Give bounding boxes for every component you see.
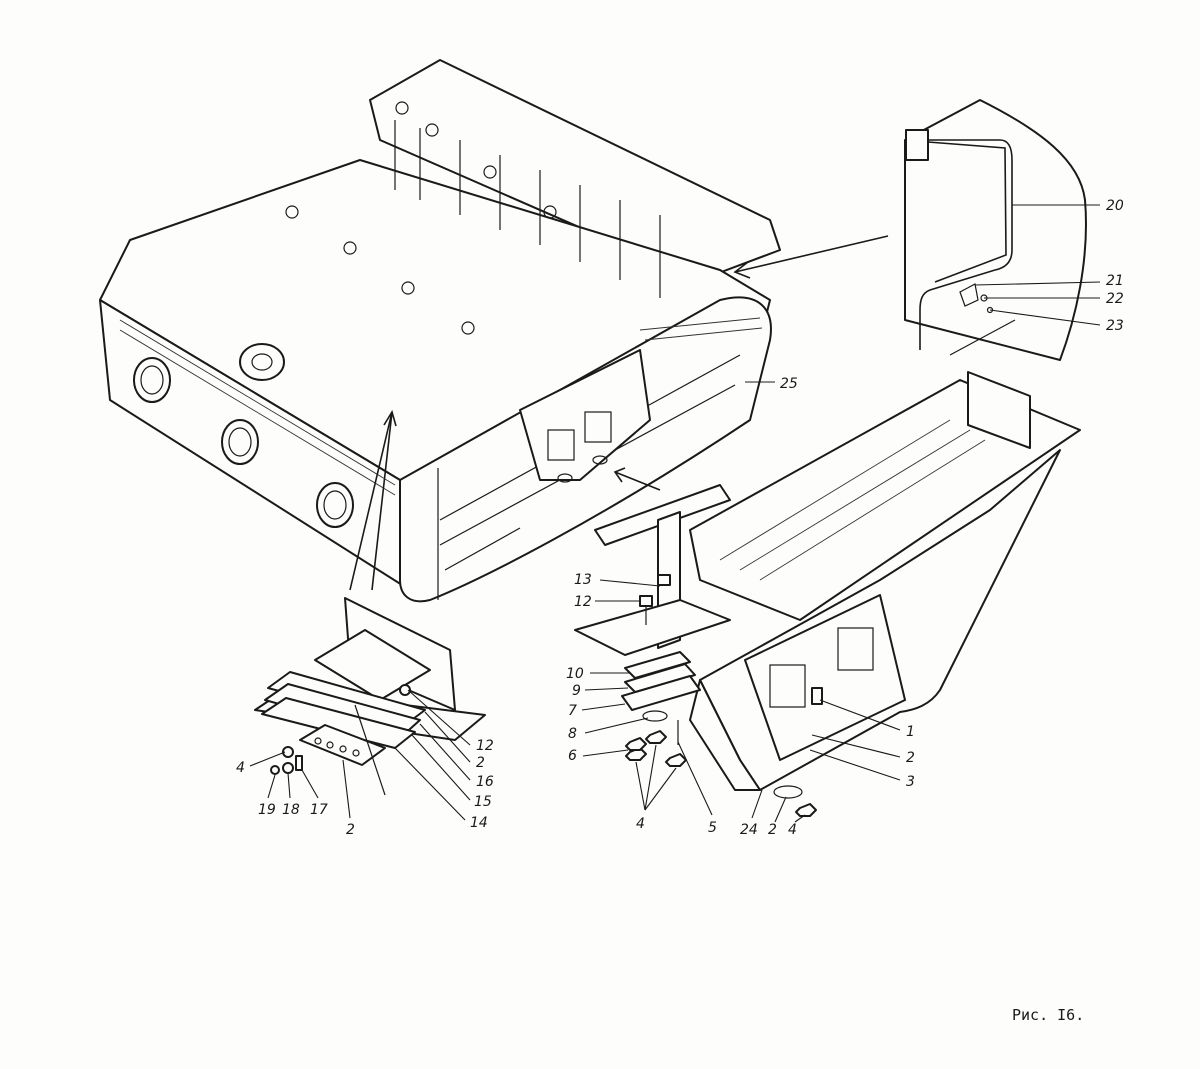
- callout-6: 6: [568, 748, 577, 764]
- cradle-support: [689, 371, 1081, 791]
- tank-baffles: [394, 120, 661, 298]
- figure-caption: Рис. I6.: [1012, 1006, 1084, 1024]
- callout-22: 22: [1106, 291, 1124, 307]
- bolt-12-splice: [399, 684, 411, 696]
- splice-strip-2: [299, 724, 386, 766]
- callout-12-tbracket: 12: [574, 594, 592, 610]
- callout-25: 25: [780, 376, 798, 392]
- plate-7: [621, 675, 701, 711]
- callout-2-cradle: 2: [906, 750, 915, 766]
- filler-neck: [239, 343, 285, 381]
- callout-23: 23: [1106, 318, 1124, 334]
- tank-wall-detail: [904, 99, 1087, 361]
- cradle-shading: [719, 419, 986, 581]
- callout-3: 3: [906, 774, 915, 790]
- callout-24: 24: [740, 822, 758, 838]
- fasteners-17-19: [270, 746, 303, 775]
- tank-shading: [119, 317, 763, 496]
- callout-17: 17: [310, 802, 328, 818]
- callouts: 20 21 22 23 25 13 12 10 9 7 8 6 4 5 24 2…: [236, 198, 1124, 838]
- callout-2-splice-a: 2: [476, 755, 485, 771]
- callout-4-splice: 4: [236, 760, 245, 776]
- cradle-top-plate: [689, 379, 1081, 621]
- cradle-window-right: [837, 627, 874, 671]
- callout-4-nuts: 4: [636, 816, 645, 832]
- pipe-20: [919, 139, 1013, 350]
- pipe-detail: [904, 99, 1087, 361]
- cradle-bolt-1: [811, 687, 823, 705]
- callout-21: 21: [1106, 273, 1124, 289]
- tank-assembly: [99, 59, 781, 603]
- leader-lines: [249, 204, 1101, 823]
- nut-6: [625, 737, 647, 751]
- callout-1: 1: [906, 724, 915, 740]
- t-bracket: [574, 484, 817, 817]
- tank-top-rear-panel: [369, 59, 781, 281]
- tank-inspection-covers: [133, 357, 354, 528]
- t-bracket-top-flange: [594, 484, 731, 546]
- tank-top-holes: [285, 101, 557, 335]
- splice-holes: [314, 737, 360, 757]
- callout-15: 15: [474, 794, 492, 810]
- cradle-inner-box: [744, 594, 906, 761]
- callout-4-cradle-nut: 4: [788, 822, 797, 838]
- bolt-13: [657, 574, 671, 586]
- pipe-fitting: [905, 129, 929, 161]
- callout-2-cradle-washer: 2: [768, 822, 777, 838]
- callout-8: 8: [568, 726, 577, 742]
- washer-8: [642, 710, 668, 722]
- cradle-washer-2: [773, 785, 803, 799]
- assembly-arrows: [349, 235, 889, 591]
- callout-20: 20: [1106, 198, 1124, 214]
- tank-mount-bracket: [519, 349, 651, 483]
- callout-10: 10: [566, 666, 584, 682]
- callout-5: 5: [708, 820, 717, 836]
- splice-block: [254, 597, 486, 796]
- callout-2-splice-b: 2: [346, 822, 355, 838]
- cradle-rib: [967, 371, 1031, 449]
- callout-7: 7: [568, 703, 577, 719]
- callout-12-splice: 12: [476, 738, 494, 754]
- callout-16: 16: [476, 774, 494, 790]
- splice-gusset: [314, 629, 431, 701]
- clip-21: [959, 283, 979, 307]
- cradle-window-left: [769, 664, 806, 708]
- shim-10: [624, 651, 691, 679]
- callout-9: 9: [572, 683, 581, 699]
- callout-18: 18: [282, 802, 300, 818]
- nuts-4: [625, 730, 687, 767]
- t-bracket-base: [574, 599, 731, 656]
- wall-line: [949, 319, 1016, 356]
- callout-13: 13: [574, 572, 592, 588]
- callout-14: 14: [470, 815, 488, 831]
- callout-19: 19: [258, 802, 276, 818]
- shim-9: [624, 663, 696, 693]
- cradle-foot-plate: [689, 679, 761, 791]
- splice-leg: [354, 704, 386, 796]
- cradle-nut-4: [795, 803, 817, 817]
